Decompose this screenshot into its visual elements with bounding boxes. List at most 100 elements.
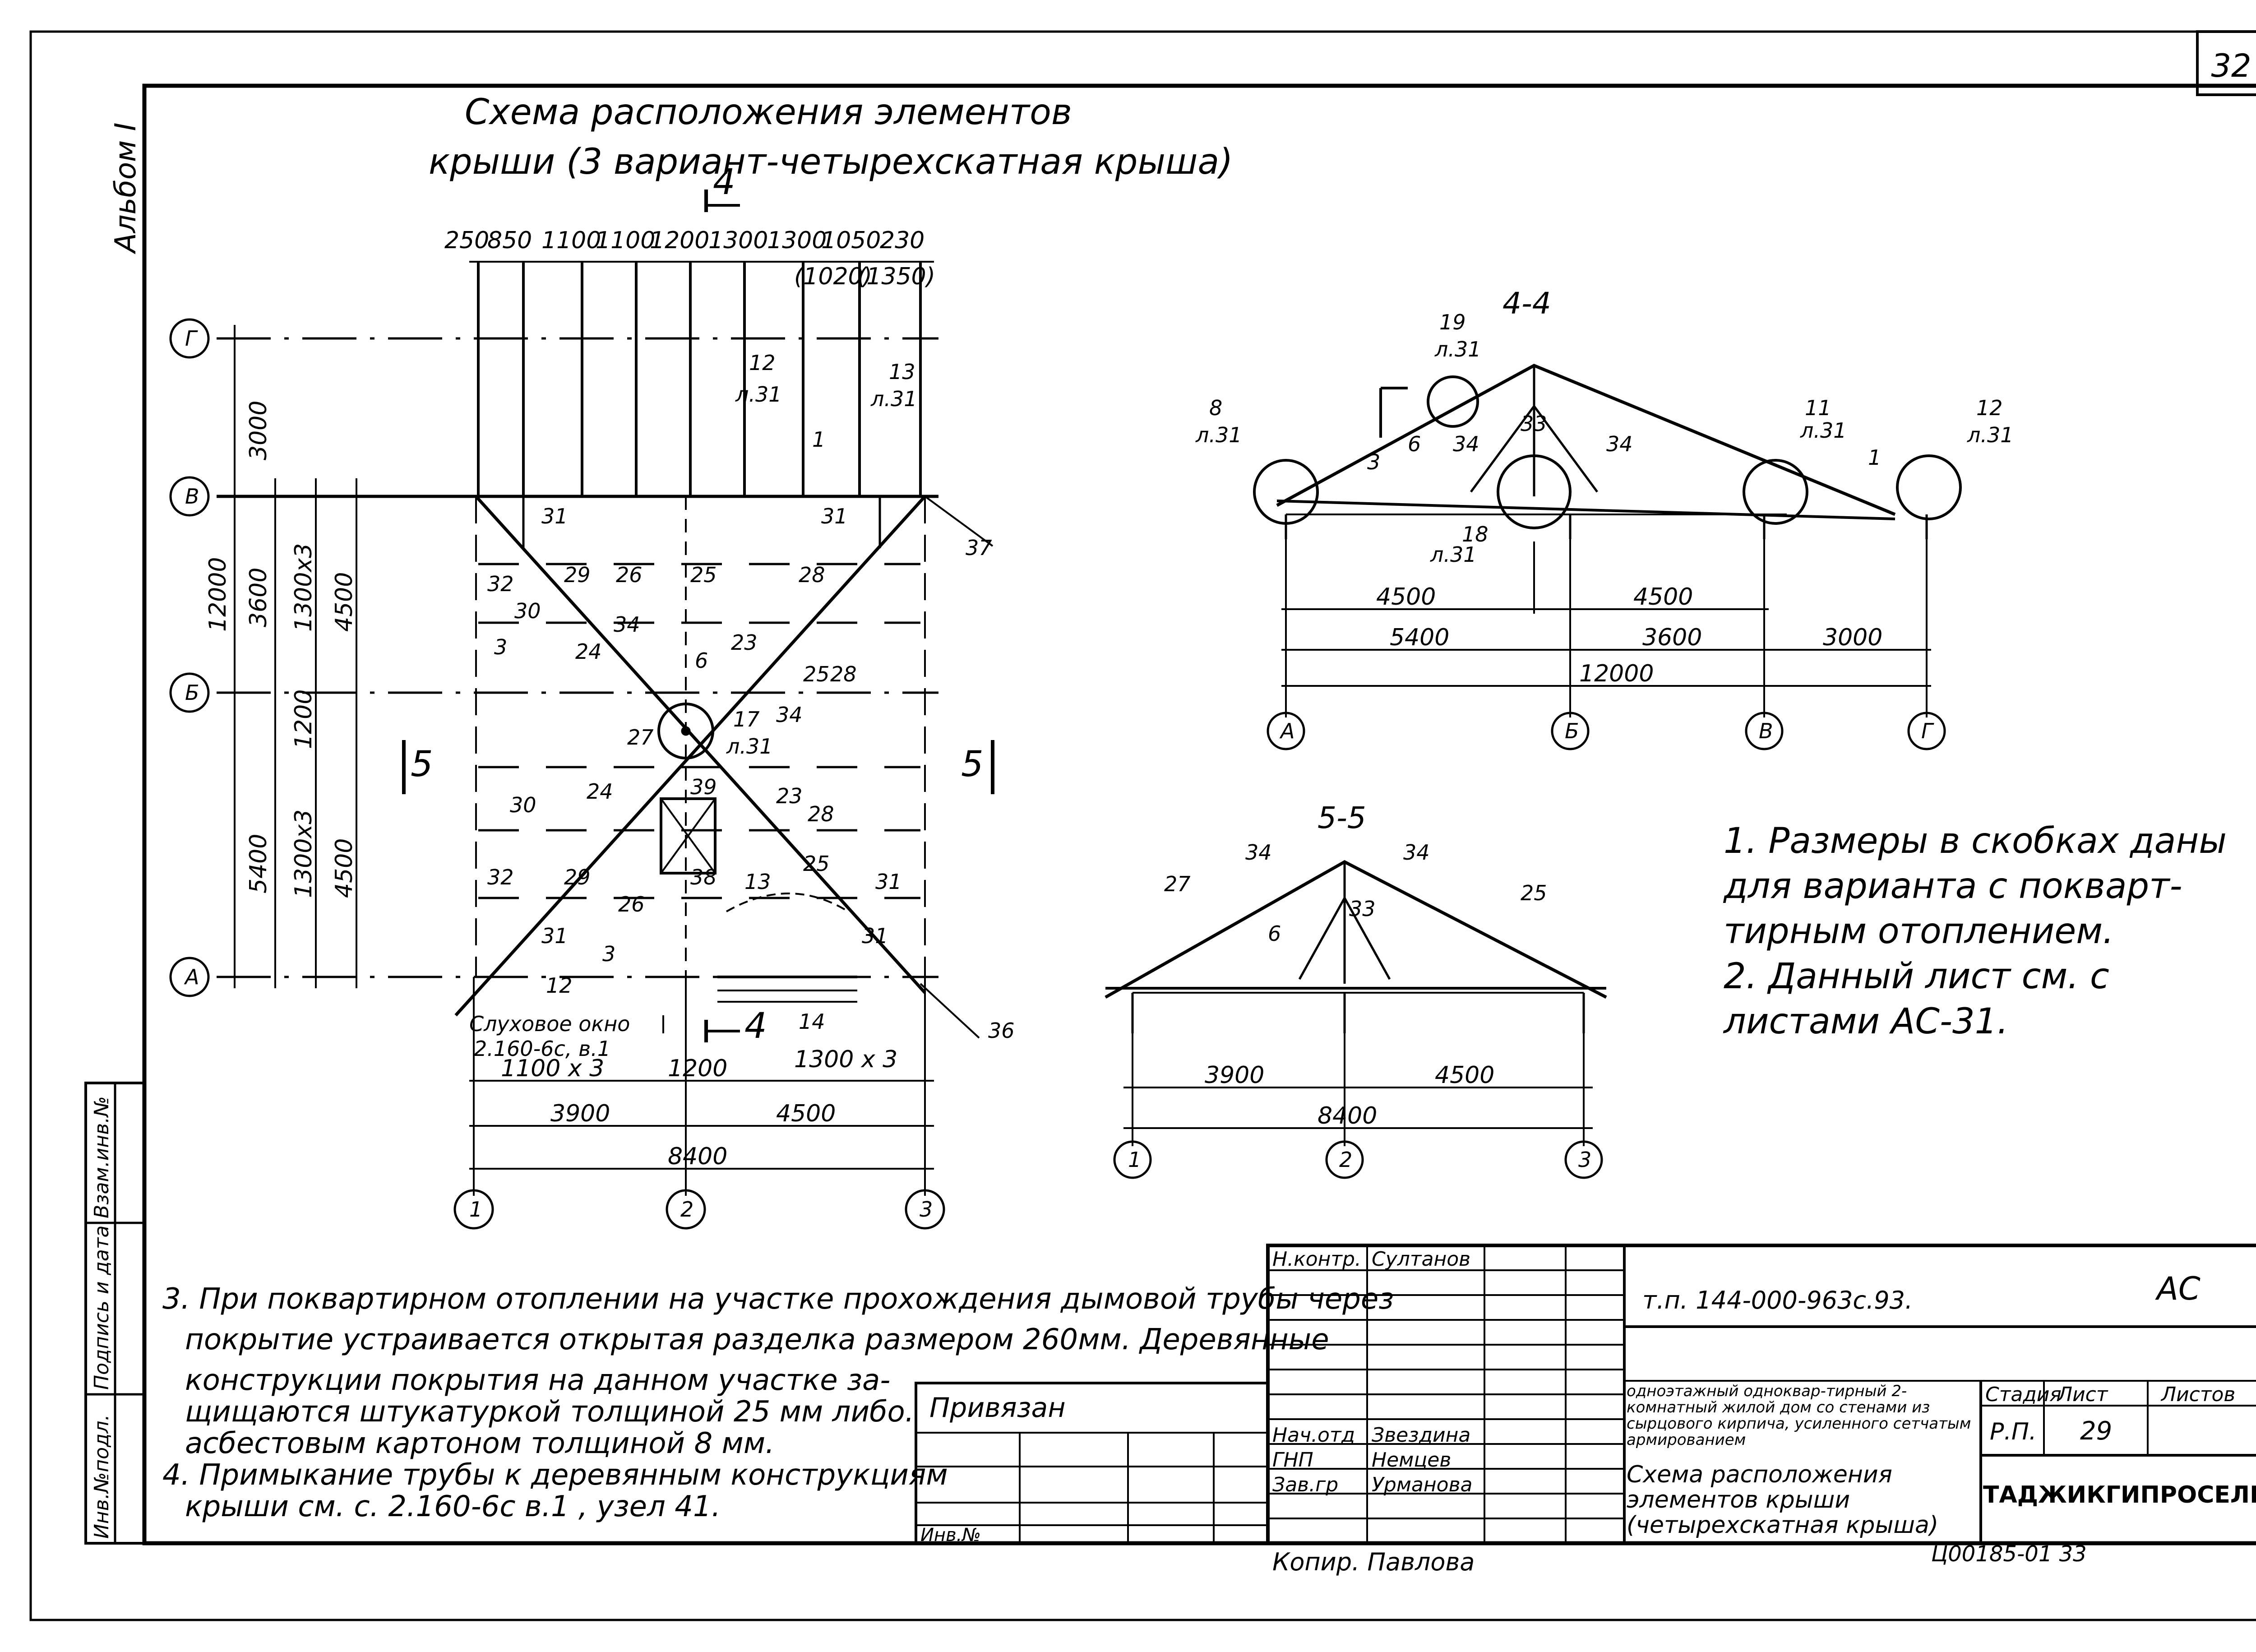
part-25-c: 25 [803,851,830,876]
tb-role-1: Н.контр. [1272,1248,1361,1271]
s55-axis-2: 2 [1339,1148,1352,1172]
s55-part-25: 25 [1521,881,1547,905]
sheet-number-box [2196,30,2256,96]
tb-sheet: 29 [2080,1416,2112,1446]
title-line-1: Схема расположения элементов [465,92,1072,133]
left-dim-4500-top: 4500 [331,572,358,632]
left-dim-1300x3-top: 1300x3 [290,543,317,632]
title-block-text: Н.контр. Султанов Нач.отд Звездина ГНП Н… [1272,1248,2256,1576]
bottom-dim-1100x3: 1100 x 3 [501,1055,604,1082]
left-dim-1300x3-bottom: 1300x3 [290,810,317,898]
s44-part-33: 33 [1521,412,1547,436]
section-4-4-title: 4-4 [1502,286,1551,321]
part-34-b: 34 [776,703,803,727]
top-dim-6: 1300 [708,227,768,254]
left-strip [84,1082,146,1545]
section-mark-5-left: 5 [411,744,433,785]
part-1: 1 [812,427,825,452]
s44-ref-19-sheet: л.31 [1434,337,1481,361]
s55-dim-4500: 4500 [1435,1062,1494,1089]
tb-stage-label: Стадия [1985,1383,2062,1406]
top-dim-1: 250 [444,227,489,254]
part-28-c: 28 [808,802,834,826]
top-dim-7: 1300 [767,227,827,254]
s44-ref-11: 11 [1805,396,1831,420]
tb-code: т.п. 144-000-963с.93. [1642,1286,1913,1314]
part-29-a: 29 [564,563,591,587]
part-23-b: 23 [776,784,803,808]
s44-dim-4500-b: 4500 [1633,583,1693,611]
left-dim-3600: 3600 [245,568,272,627]
note-right-5: листами АС-31. [1723,1001,2008,1042]
tb-order: Ц00185-01 33 [1931,1541,2087,1567]
part-14: 14 [799,1009,825,1034]
part-31-c: 31 [875,870,902,894]
tb-org: ТАДЖИКГИПРОСЕЛЬСТРОЙ [1983,1481,2256,1509]
top-dim-8: 1050 [821,227,881,254]
tb-role-3: ГНП [1272,1448,1313,1472]
s44-part-34-b: 34 [1606,432,1633,456]
axis-row-v: В [185,484,199,509]
part-3-a: 3 [494,635,507,659]
s44-ref-18: 18 [1462,522,1489,546]
note-right-1: 1. Размеры в скобках даны [1724,821,2227,861]
strip-inv-podl: Инв.№подл. [90,1414,113,1539]
s55-part-34-b: 34 [1403,840,1430,865]
section-mark-5-right: 5 [961,744,984,785]
s44-dim-12000: 12000 [1579,660,1654,687]
strip-vzam: Взам.инв.№ [90,1096,113,1218]
ref-17-num: 17 [733,707,760,731]
strip-podpis: Подпись и дата [90,1226,113,1390]
s44-axis-a: А [1279,719,1294,743]
s44-dim-3000: 3000 [1823,624,1882,651]
top-dim-4: 1100 [596,227,655,254]
tb-sheet-title: Схема расположения элементов крыши (четы… [1627,1462,1939,1539]
note-bottom-2: покрытие устраивается открытая разделка … [185,1323,1329,1356]
part-30-b: 30 [510,793,536,817]
left-dim-12000: 12000 [204,557,231,632]
part-32-b: 32 [487,865,514,889]
tb-desc-box: одноэтажный одноквар-тирный 2-комнатный … [1627,1383,1971,1448]
album-label: Альбом I [109,122,143,255]
note-right-4: 2. Данный лист см. с [1724,956,2109,997]
part-32-a: 32 [487,572,514,596]
part-38: 38 [690,865,717,889]
top-dim-alt-2: (1350) [857,263,935,290]
note-bottom-1: 3. При поквартирном отоплении на участке… [162,1282,1394,1316]
tb-mark: АС [2155,1270,2201,1307]
axis-row-a: А [184,965,199,989]
part-28-b: 28 [830,662,857,686]
section-5-5-labels: 5-5 34 34 27 25 33 6 3900 4500 8400 1 2 … [1128,801,1591,1172]
s44-dim-4500-a: 4500 [1376,583,1436,611]
part-12: 12 [546,973,573,998]
title-block [1266,1244,2256,1545]
s44-ref-12-sheet: л.31 [1967,423,2014,447]
top-dim-9: 230 [880,227,925,254]
s44-ref-11-sheet: л.31 [1800,418,1847,443]
part-28-a: 28 [799,563,825,587]
tb-sheet-label: Лист [2057,1383,2108,1406]
part-31-e: 31 [862,924,888,948]
note-bottom-3: конструкции покрытия на данном участке з… [185,1364,890,1397]
note-right-2: для варианта с покварт- [1723,866,2182,907]
outer-frame [29,30,2256,1621]
s55-part-33: 33 [1349,897,1376,921]
part-23-a: 23 [731,630,758,655]
axis-row-b: Б [185,680,199,705]
part-6: 6 [695,648,708,673]
axis-row-g: Г [185,326,198,351]
part-25-a: 25 [690,563,717,587]
part-3-b: 3 [602,942,615,966]
s55-part-34-a: 34 [1245,840,1272,865]
note-bottom-5: асбестовым картоном толщиной 8 мм. [185,1427,774,1460]
tb-role-4: Зав.гр [1272,1473,1338,1496]
s55-dim-3900: 3900 [1205,1062,1264,1089]
s55-part-27: 27 [1164,872,1191,896]
part-31-b: 31 [821,504,848,528]
section-4-4-labels: 4-4 19 л.31 8 л.31 11 л.31 12 л.31 18 л.… [1195,286,2014,743]
part-26-a: 26 [616,563,643,587]
part-29-b: 29 [564,865,591,889]
left-dim-1200: 1200 [290,689,317,749]
plan-labels: Г В Б А 1 2 3 250 850 1100 1100 1200 130… [184,162,1015,1222]
